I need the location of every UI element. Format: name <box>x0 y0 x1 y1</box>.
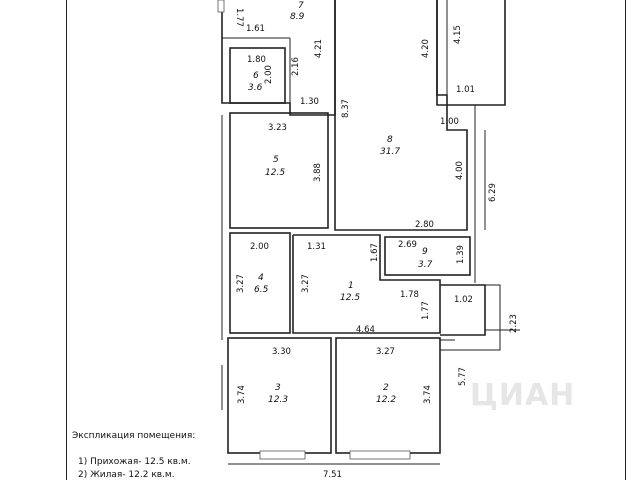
dim-r7-bottom: 1.30 <box>300 97 319 107</box>
dim-r4-width: 2.00 <box>250 242 269 252</box>
dim-r8-total-right: 6.29 <box>488 183 498 202</box>
dim-r1-left: 3.27 <box>301 274 311 293</box>
dim-r8-step: 1.00 <box>440 117 459 127</box>
room-5-number: 5 <box>273 155 279 165</box>
dim-r2-height: 3.74 <box>423 385 433 404</box>
dim-r7-top: 1.77 <box>234 8 244 27</box>
dim-r1-notch: 1.67 <box>370 243 380 262</box>
dim-balcony-outer: 4.20 <box>421 39 431 58</box>
room-6-area: 3.6 <box>248 83 263 93</box>
room-2-area: 12.2 <box>376 395 396 405</box>
watermark: ЦИАН <box>470 378 576 413</box>
page-border <box>66 0 626 480</box>
dim-bottom-total: 7.51 <box>323 470 342 480</box>
room-7-number: 7 <box>298 1 304 11</box>
dimension-labels: 1.77 1.61 4.21 1.80 2.00 2.16 1.30 8.37 … <box>234 8 519 480</box>
dim-balcony-width: 1.01 <box>456 85 475 95</box>
room-7-area: 8.9 <box>290 12 305 22</box>
room-8-area: 31.7 <box>380 147 400 157</box>
room-3-number: 3 <box>275 383 281 393</box>
dim-r6-side: 2.16 <box>291 57 301 76</box>
dim-r9-width: 2.69 <box>398 240 417 250</box>
dim-r9-height: 1.39 <box>456 245 466 264</box>
dim-r7-height: 4.21 <box>314 39 324 58</box>
room-5-area: 12.5 <box>265 168 285 178</box>
walls <box>217 0 520 465</box>
dim-r7-width: 1.61 <box>246 24 265 34</box>
dim-r3-width: 3.30 <box>272 347 291 357</box>
dim-loggia-width: 1.02 <box>454 295 473 305</box>
room-2-number: 2 <box>383 383 389 393</box>
room-9-area: 3.7 <box>418 260 433 270</box>
legend-item: 2) Жилая- 12.2 кв.м. <box>78 470 175 480</box>
dim-r3-height: 3.74 <box>237 385 247 404</box>
legend-item: 1) Прихожая- 12.5 кв.м. <box>78 457 191 467</box>
legend-title: Экспликация помещения: <box>72 431 196 441</box>
dim-r1-top: 1.31 <box>307 242 326 252</box>
dim-r8-bottom: 2.80 <box>415 220 434 230</box>
dim-right-total: 5.77 <box>458 367 468 386</box>
room-1-number: 1 <box>348 281 354 291</box>
room-labels: 7 8.9 6 3.6 5 12.5 8 31.7 4 6.5 1 12.5 9… <box>248 1 433 405</box>
room-9-number: 9 <box>422 247 428 257</box>
room-1-area: 12.5 <box>340 293 360 303</box>
dim-r8-right: 4.00 <box>455 161 465 180</box>
dim-r5-width: 3.23 <box>268 123 287 133</box>
legend: Экспликация помещения: 1) Прихожая- 12.5… <box>72 430 195 482</box>
dim-r1-bottom: 4.64 <box>356 325 375 335</box>
dim-r1-right: 1.77 <box>421 301 431 320</box>
dim-loggia-height: 2.23 <box>509 314 519 333</box>
dim-r6-width: 1.80 <box>247 55 266 65</box>
room-8-number: 8 <box>387 135 393 145</box>
room-3-area: 12.3 <box>268 395 288 405</box>
room-4-number: 4 <box>258 273 264 283</box>
room-4-area: 6.5 <box>254 285 269 295</box>
dim-balcony-inner: 4.15 <box>453 25 463 44</box>
dim-r2-width: 3.27 <box>376 347 395 357</box>
dim-r4-height: 3.27 <box>236 274 246 293</box>
dim-r5-height: 3.88 <box>313 163 323 182</box>
dim-r8-left: 8.37 <box>341 99 351 118</box>
room-6-number: 6 <box>253 71 259 81</box>
dim-r1-step: 1.78 <box>400 290 419 300</box>
dim-r6-height: 2.00 <box>264 65 274 84</box>
